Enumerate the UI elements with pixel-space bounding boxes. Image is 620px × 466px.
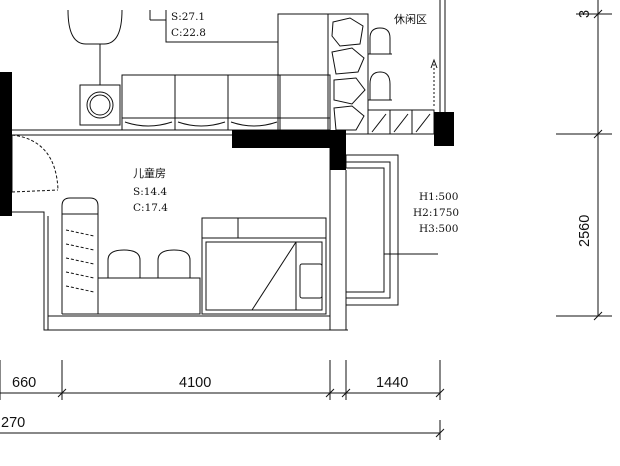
sofa-cushion-2 [177,121,226,127]
dimension-2560: 2560 [577,214,593,247]
wall-block-lounge [434,112,454,146]
sofa-cushion-3 [230,121,278,127]
cabinet-height-h1: H1:500 [419,191,459,203]
wall-block-column [330,130,346,170]
sofa-cushion-1 [124,121,173,127]
dimension-top-right: 3 [577,9,593,18]
stone-2 [331,47,365,75]
dim-tick-2 [325,388,335,398]
tall-cabinet [277,13,329,131]
cabinet-height-h3: H3:500 [419,223,459,235]
bay-window-inner2 [346,167,385,293]
desk-chair-1 [107,249,141,278]
counter-hatch-3 [415,113,431,133]
wardrobe [61,197,99,314]
dimension-4100: 4100 [179,375,212,391]
dim-tick-3 [341,388,351,398]
kids-room-perimeter: C:17.4 [133,202,168,214]
dimension-660: 660 [12,375,37,391]
sink-basin-inner [89,94,111,116]
stool-2 [369,71,391,101]
study-desk [97,277,201,315]
dimension-overall: 270 [1,415,26,431]
outer-wall-left-lower [12,211,348,331]
lounge-label: 休闲区 [394,13,427,26]
dim-tick-4 [435,388,445,398]
dim-right-tick-1 [593,129,603,139]
wardrobe-hangers [65,229,95,293]
dim-overall-tick [435,428,445,438]
stone-feature-wall [327,13,369,135]
door-jamb [11,189,59,193]
counter-hatch-1 [371,113,387,133]
sink-cabinet [79,84,121,126]
stone-3 [333,77,366,105]
stone-4 [333,105,365,131]
stool-1 [369,27,391,55]
bay-window-outer [346,154,399,306]
bed-frame [201,237,327,315]
kids-room-label: 儿童房 [133,167,166,180]
dim-tick-1 [57,388,67,398]
top-room-perimeter: C:22.8 [171,27,206,39]
wall-block-mid [232,130,330,148]
bed-headboard [201,217,327,239]
dimension-1440: 1440 [376,375,409,391]
sofa-back [121,74,331,131]
wall-block-left [0,72,12,216]
desk-chair-2 [157,249,191,278]
door-swing-arc [11,134,59,191]
kids-room-area: S:14.4 [133,186,168,198]
bed-pillow [299,263,323,299]
info-box-top [165,10,278,43]
bay-window-inner [346,161,391,299]
counter-hatch-2 [393,113,409,133]
lounge-arrow-head [430,58,438,69]
chair-top-left [67,9,123,45]
stone-1 [331,17,364,47]
top-room-area: S:27.1 [171,11,206,23]
cabinet-height-h2: H2:1750 [413,207,460,219]
bed-mattress [205,241,323,311]
bed-fold [251,241,297,311]
dim-right-tick-2 [593,311,603,321]
sink-basin [86,91,114,119]
